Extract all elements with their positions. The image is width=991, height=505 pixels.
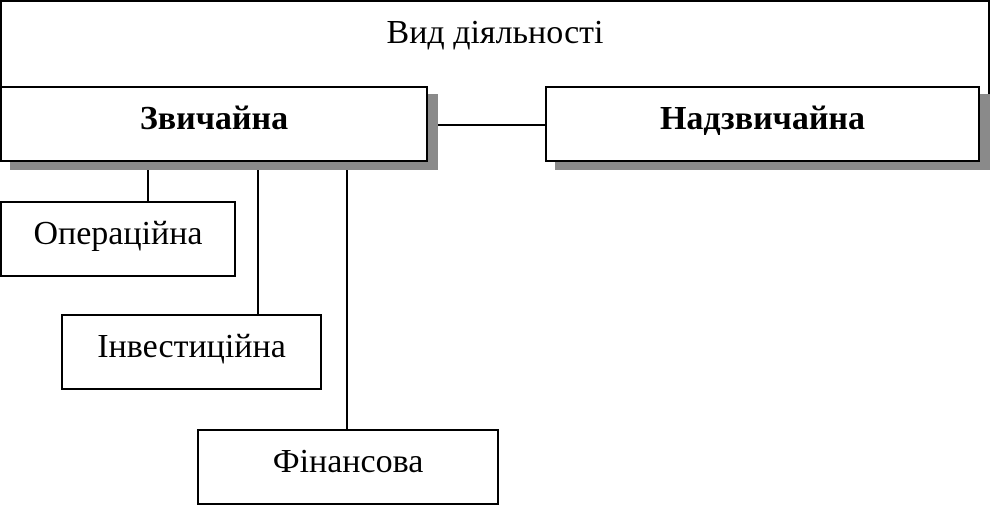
connector-financial [346, 160, 348, 431]
financial-activity-label: Фінансова [272, 443, 424, 480]
financial-activity-box: Фінансова [197, 429, 499, 505]
connector-operational [147, 160, 149, 203]
operational-activity-box: Операційна [0, 201, 236, 277]
ordinary-activity-label: Звичайна [139, 100, 289, 137]
connector-investment [257, 160, 259, 316]
operational-activity-label: Операційна [33, 215, 203, 252]
extraordinary-activity-label: Надзвичайна [659, 100, 866, 137]
activity-type-container: Вид діяльності [0, 0, 990, 125]
investment-activity-box: Інвестиційна [61, 314, 322, 390]
connector-primary [436, 124, 548, 126]
extraordinary-activity-box: Надзвичайна [545, 86, 980, 162]
ordinary-activity-box: Звичайна [0, 86, 428, 162]
diagram-title: Вид діяльності [386, 14, 604, 51]
investment-activity-label: Інвестиційна [97, 328, 286, 365]
